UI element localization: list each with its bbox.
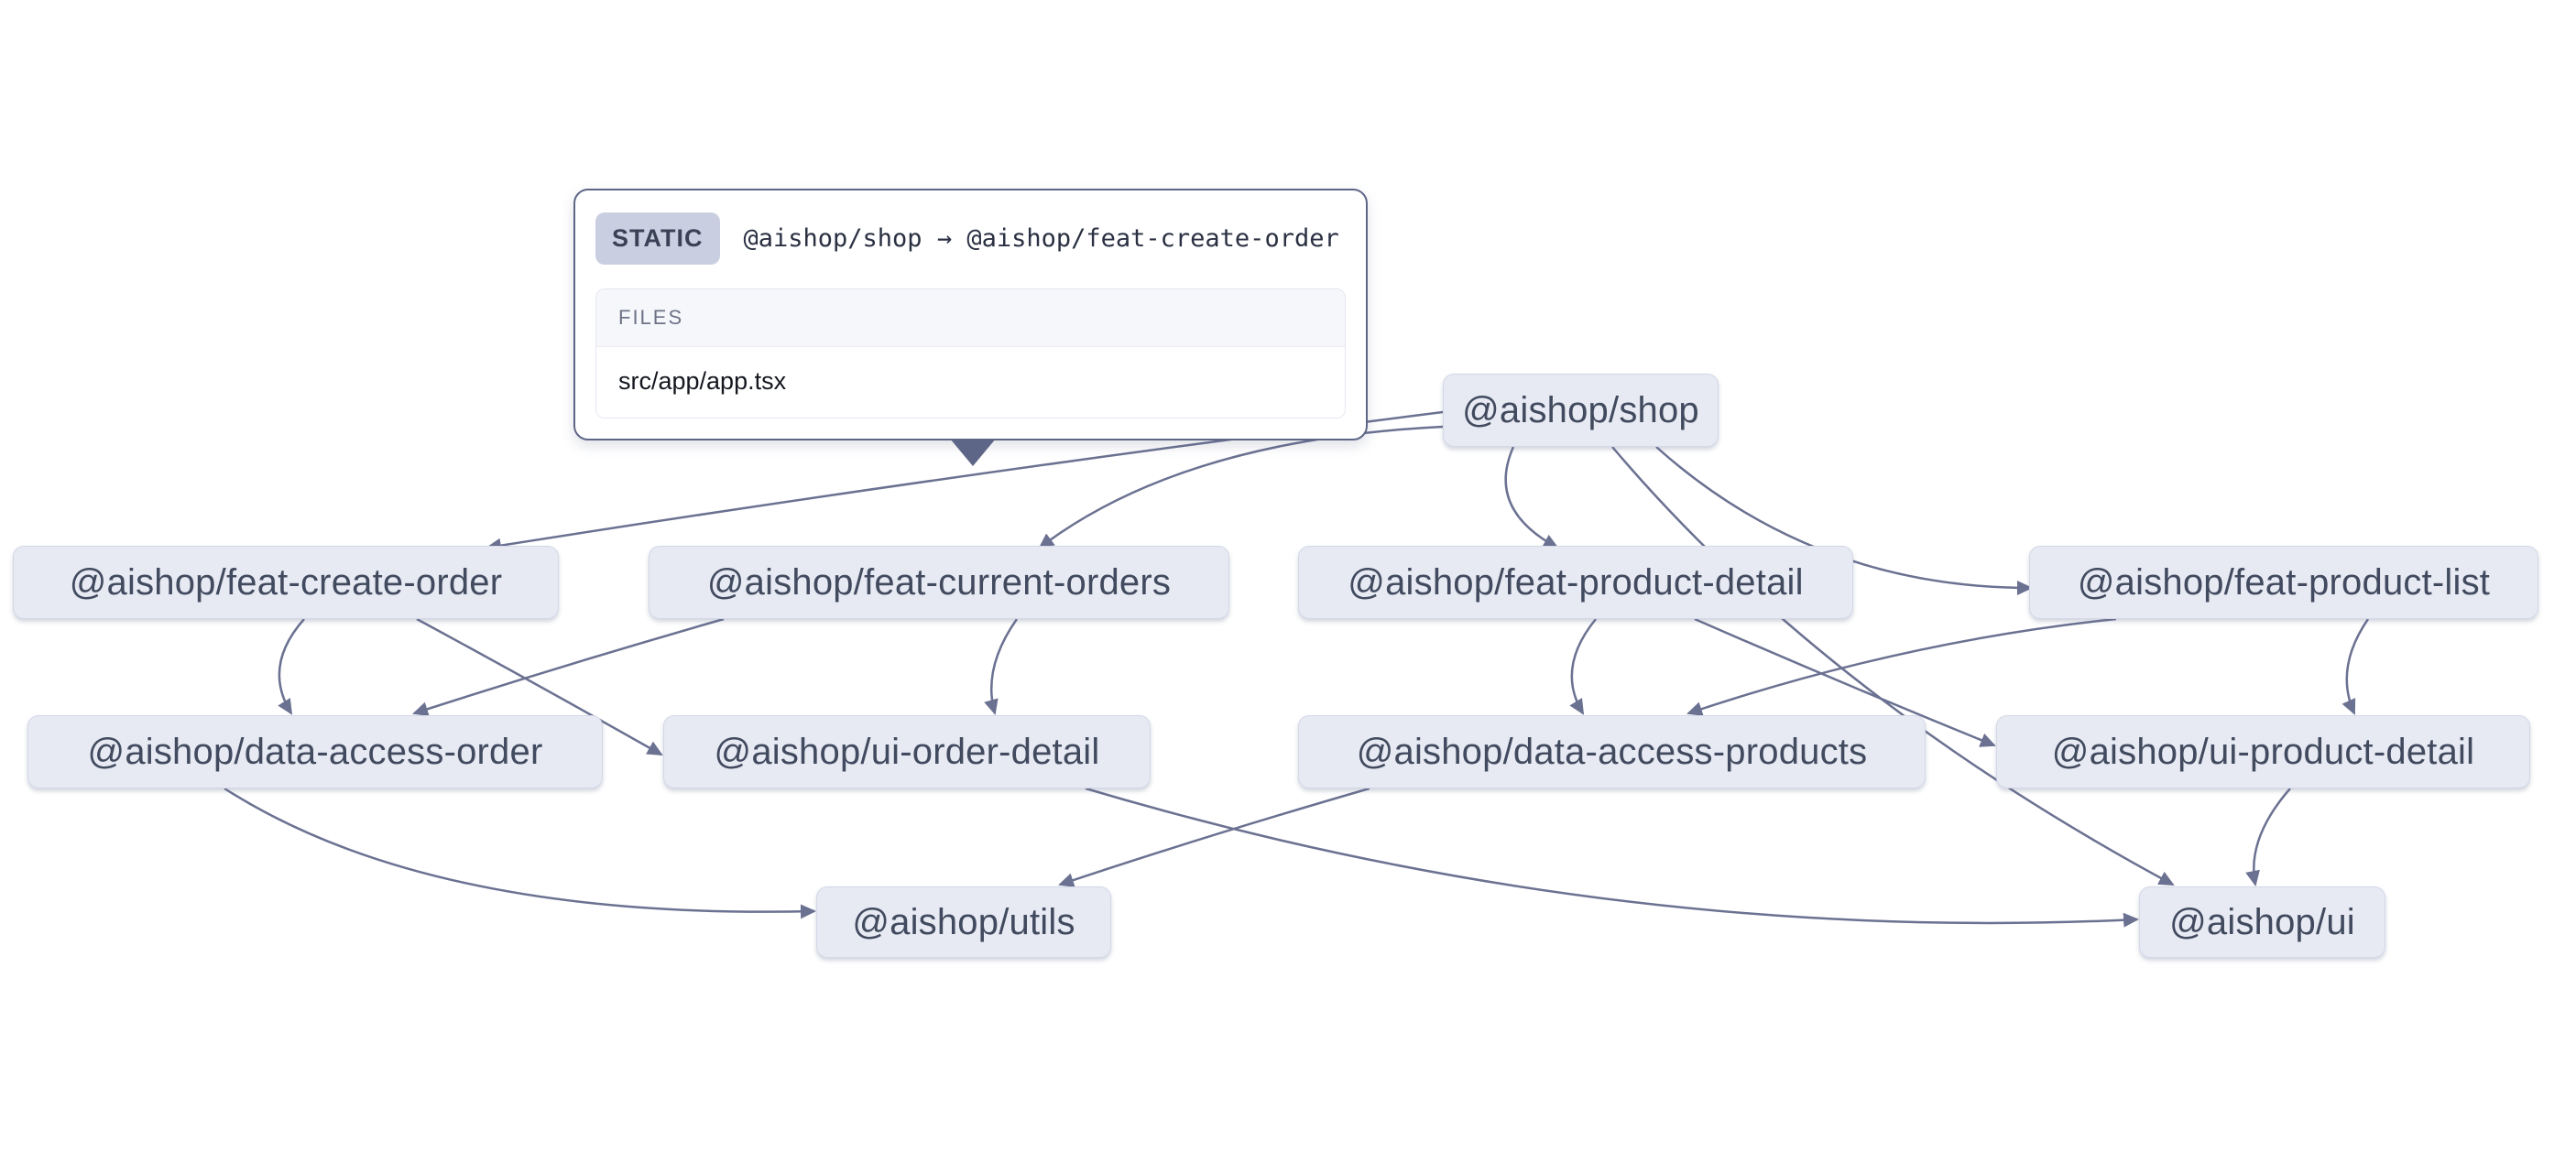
node-utils[interactable]: @aishop/utils: [816, 886, 1111, 958]
node-feat-product-list[interactable]: @aishop/feat-product-list: [2029, 546, 2538, 619]
node-data-access-products[interactable]: @aishop/data-access-products: [1298, 715, 1926, 788]
edge-feat-product-detail--data-access-products[interactable]: [1569, 618, 1597, 715]
files-panel-header: FILES: [596, 289, 1345, 347]
tooltip-pointer: [950, 439, 996, 466]
node-data-access-order[interactable]: @aishop/data-access-order: [27, 715, 603, 788]
edge-feat-current-orders--ui-order-detail[interactable]: [984, 618, 1019, 715]
node-ui[interactable]: @aishop/ui: [2139, 886, 2385, 958]
edge-tooltip: STATIC @aishop/shop → @aishop/feat-creat…: [573, 189, 1368, 466]
node-feat-product-detail[interactable]: @aishop/feat-product-detail: [1298, 546, 1853, 619]
edge-tooltip-title: @aishop/shop → @aishop/feat-create-order: [743, 224, 1339, 253]
edge-data-access-order--utils[interactable]: [224, 787, 816, 919]
files-panel: FILES src/app/app.tsx: [595, 288, 1346, 418]
tooltip-header: STATIC @aishop/shop → @aishop/feat-creat…: [595, 212, 1346, 265]
edge-shop--feat-current-orders[interactable]: [1038, 425, 1444, 549]
node-feat-current-orders[interactable]: @aishop/feat-current-orders: [649, 546, 1229, 619]
edge-ui-order-detail--ui[interactable]: [1085, 787, 2139, 928]
file-row: src/app/app.tsx: [596, 347, 1345, 418]
edge-feat-product-list--data-access-products[interactable]: [1686, 617, 2117, 716]
node-ui-order-detail[interactable]: @aishop/ui-order-detail: [663, 715, 1151, 788]
edge-type-badge: STATIC: [595, 212, 720, 265]
edge-feat-create-order--ui-order-detail[interactable]: [416, 617, 663, 756]
edge-shop--ui[interactable]: [1611, 446, 2175, 886]
node-feat-create-order[interactable]: @aishop/feat-create-order: [13, 546, 559, 619]
edge-feat-product-list--ui-product-detail[interactable]: [2341, 618, 2370, 715]
edge-feat-product-detail--ui-product-detail[interactable]: [1694, 617, 1996, 747]
edge-ui-product-detail--ui[interactable]: [2245, 788, 2291, 886]
edge-data-access-products--utils[interactable]: [1058, 787, 1370, 887]
edge-feat-create-order--data-access-order[interactable]: [278, 618, 305, 715]
edge-shop--feat-product-detail[interactable]: [1504, 446, 1559, 549]
edge-feat-current-orders--data-access-order[interactable]: [412, 617, 725, 716]
node-shop[interactable]: @aishop/shop: [1443, 374, 1719, 447]
node-ui-product-detail[interactable]: @aishop/ui-product-detail: [1996, 715, 2530, 788]
